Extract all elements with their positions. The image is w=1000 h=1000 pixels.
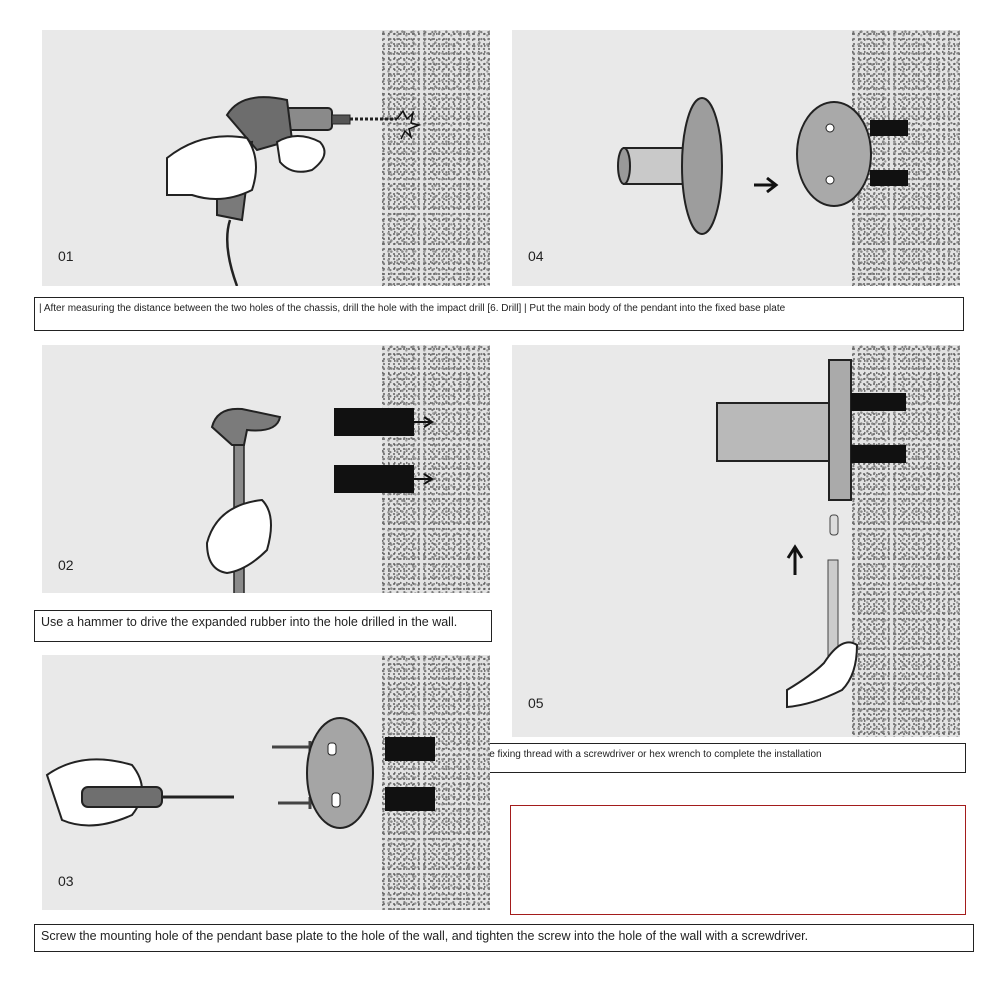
step-number: 03 [58,873,74,889]
step-01-panel: 01 [42,30,490,286]
step-number: 05 [528,695,544,711]
caption-step-02: Use a hammer to drive the expanded rubbe… [34,610,492,642]
final-installation-illustration [716,359,906,709]
screwdriver-illustration [45,717,435,829]
caption-step-05: or | tighten the fixing thread with a sc… [426,743,966,773]
step-number: 01 [58,248,74,264]
wall-texture [382,30,490,286]
caption-step-03: Screw the mounting hole of the pendant b… [34,924,974,952]
empty-frame [510,805,966,915]
step-02-panel: 02 [42,345,490,593]
step-number: 04 [528,248,544,264]
wall-texture [382,655,490,910]
step-number: 02 [58,557,74,573]
step-03-panel: 03 [42,655,490,910]
step-04-panel: 04 [512,30,960,286]
hammer-illustration [205,407,434,593]
caption-step-01-04: | After measuring the distance between t… [34,297,964,331]
drill-illustration [166,96,422,286]
step-05-panel: 05 [512,345,960,737]
pendant-placement-illustration [617,97,908,235]
